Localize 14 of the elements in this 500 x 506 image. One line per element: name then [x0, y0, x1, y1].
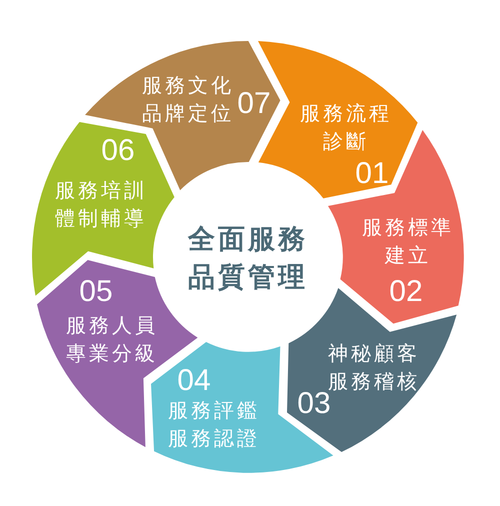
step-label: 服務評鑑服務認證	[166, 396, 261, 452]
step-label: 服務標準建立	[360, 214, 455, 269]
step-label: 服務流程診斷	[298, 100, 393, 155]
step-number: 07	[237, 88, 271, 119]
step-label: 服務培訓體制輔導	[54, 176, 148, 232]
step-number: 05	[79, 276, 113, 307]
center-title: 全面服務品質管理	[185, 221, 311, 297]
step-number: 02	[389, 276, 423, 307]
step-number: 01	[355, 158, 389, 189]
step-number: 06	[101, 136, 135, 166]
step-label: 服務文化品牌定位	[140, 72, 235, 127]
step-number: 04	[177, 366, 211, 396]
step-label: 神秘顧客服務稽核	[328, 340, 421, 393]
step-label: 服務人員專業分級	[64, 312, 159, 367]
